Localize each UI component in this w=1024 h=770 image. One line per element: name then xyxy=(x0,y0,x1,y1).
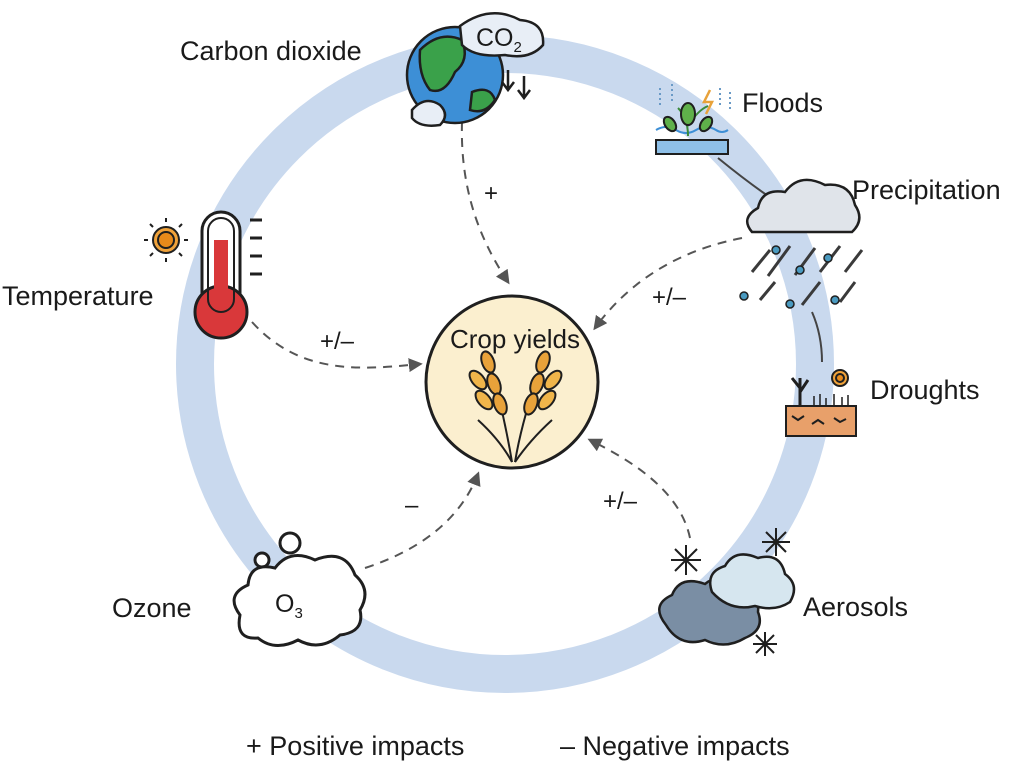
floods-label: Floods xyxy=(742,88,824,118)
aerosols-impact-sign: +/– xyxy=(603,488,638,515)
floods-icon xyxy=(655,84,731,155)
temperature-impact-sign: +/– xyxy=(320,328,355,355)
thermometer-icon xyxy=(193,210,262,340)
arrow-ozone xyxy=(364,471,481,569)
precipitation-droughts-connector xyxy=(811,311,823,363)
legend-negative-symbol: – xyxy=(560,731,576,761)
arrow-aerosols xyxy=(587,438,691,539)
ozone-cloud-icon xyxy=(232,531,367,647)
legend-negative-text: Negative impacts xyxy=(582,731,790,761)
arrow-precipitation xyxy=(593,237,743,331)
carbon-dioxide-label: Carbon dioxide xyxy=(180,36,362,66)
legend-positive-text: Positive impacts xyxy=(269,731,465,761)
precipitation-icon xyxy=(739,178,864,309)
ozone-label: Ozone xyxy=(112,593,192,623)
co2-icon-text: CO2 xyxy=(476,24,522,56)
droughts-label: Droughts xyxy=(870,375,980,405)
floods-precipitation-connector xyxy=(717,157,769,197)
sun-icon xyxy=(144,218,188,262)
crop-yields-circle xyxy=(424,294,600,470)
temperature-label: Temperature xyxy=(2,281,154,311)
legend-positive-symbol: + xyxy=(246,731,262,761)
wheat-icon xyxy=(468,350,563,463)
ozone-impact-sign: – xyxy=(405,492,419,519)
precipitation-label: Precipitation xyxy=(852,175,1001,205)
legend-positive: + Positive impacts xyxy=(246,733,464,760)
crop-yields-label: Crop yields xyxy=(449,324,581,354)
arrow-temperature xyxy=(251,321,423,373)
co2-impact-sign: + xyxy=(484,180,499,207)
aerosols-label: Aerosols xyxy=(803,592,909,622)
legend-negative: – Negative impacts xyxy=(560,733,790,760)
aerosols-icon xyxy=(658,528,796,656)
droughts-icon xyxy=(785,369,857,437)
o3-icon-text: O3 xyxy=(275,590,303,622)
precipitation-impact-sign: +/– xyxy=(652,284,687,311)
earth-co2-icon xyxy=(405,12,545,127)
arrow-co2 xyxy=(460,121,510,285)
